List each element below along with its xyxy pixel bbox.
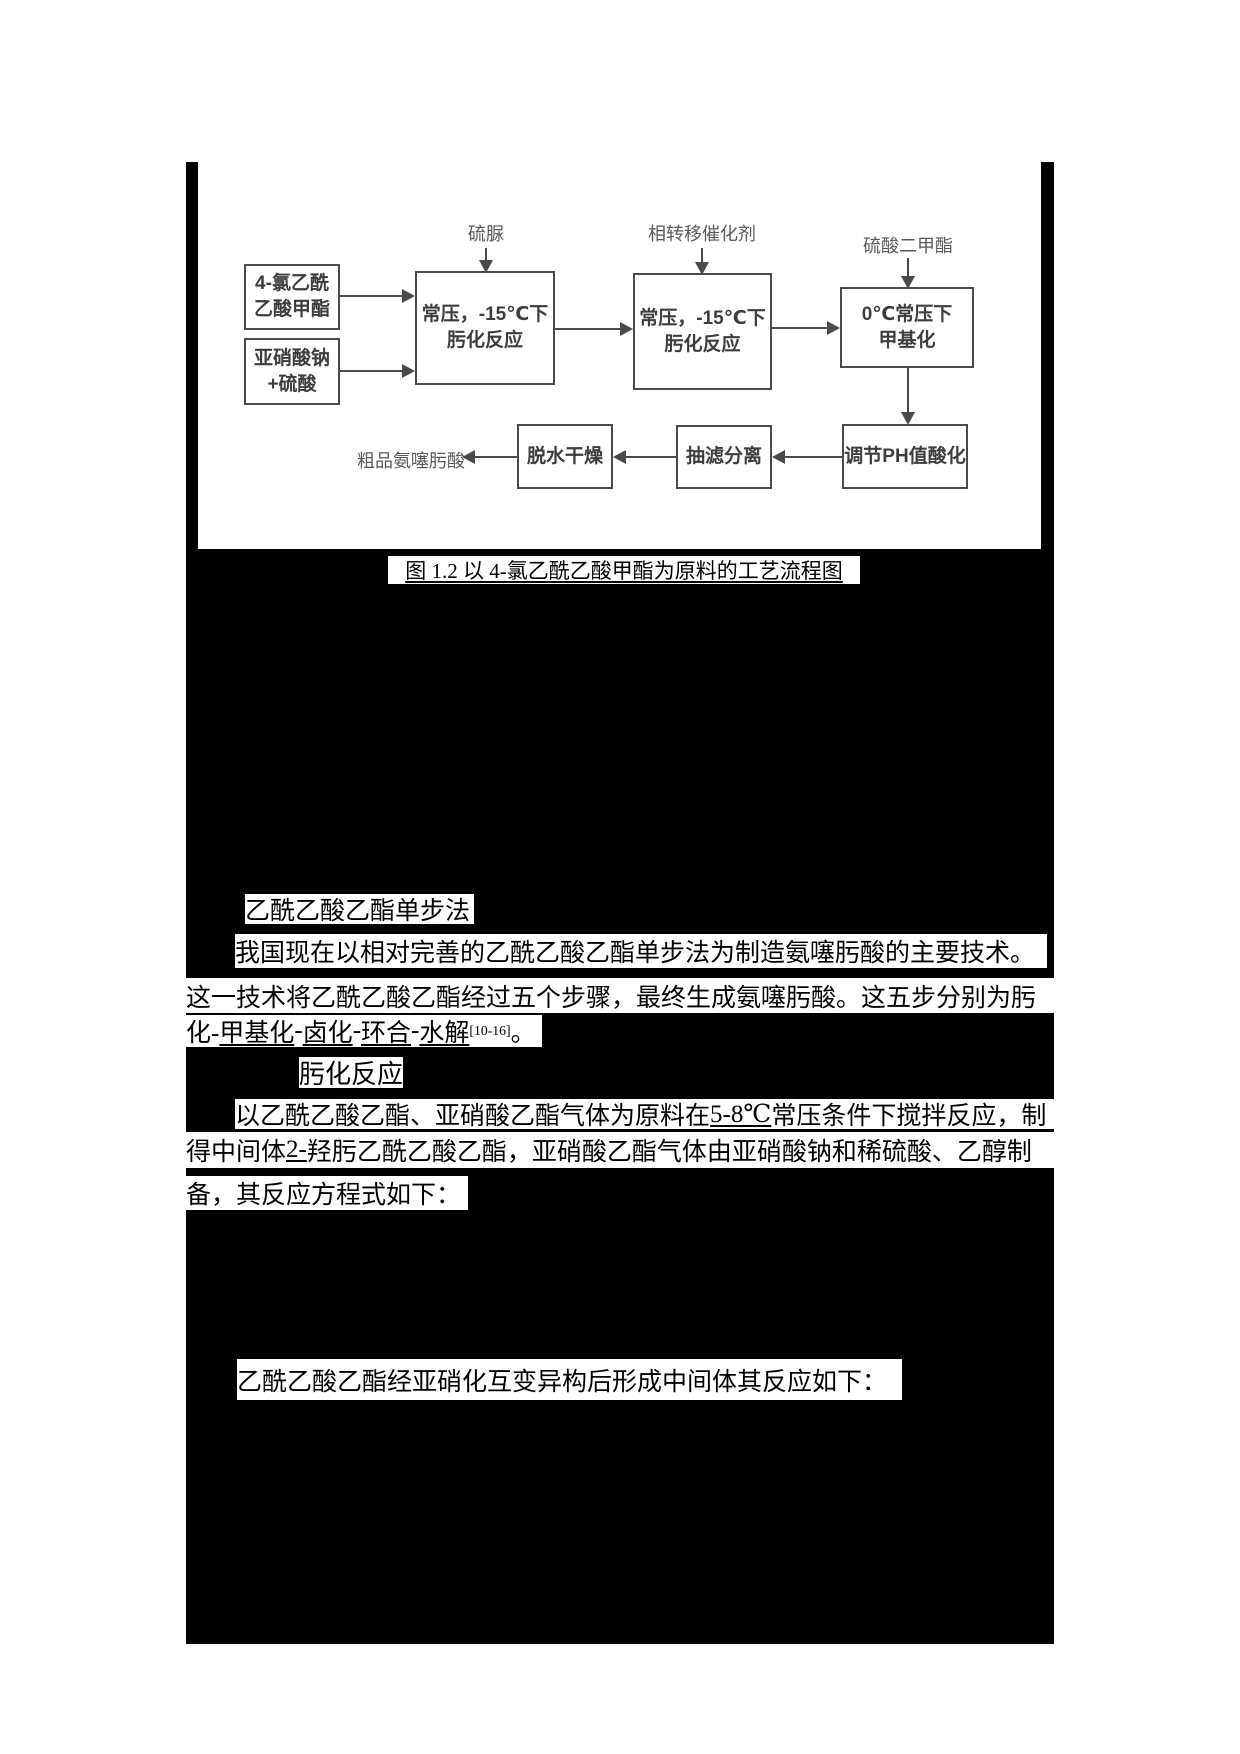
- text-segment: 。: [510, 1020, 536, 1047]
- text-segment: -: [352, 1017, 362, 1044]
- flow-box-line: 调节PH值酸化: [844, 445, 966, 467]
- label-dimethyl-sulfate: 硫酸二甲酯: [863, 236, 953, 256]
- figure-caption: 图 1.2 以 4-氯乙酰乙酸甲酯为原料的工艺流程图: [388, 556, 860, 584]
- arrow-filter-to-dry-icon: [626, 456, 676, 458]
- flow-box-line: 常压，-15℃下: [421, 304, 549, 325]
- flow-box-line: 甲基化: [878, 329, 936, 351]
- arrow-oximation1-to-oximation2-icon: [555, 328, 620, 330]
- flow-box-feed-methyl-4-chloroacetoacetate: 4-氯乙酰 乙酸甲酯: [244, 264, 340, 330]
- text-segment: 羟肟乙酰乙酸乙酯，亚硝酸乙酯气体由亚硝酸钠和稀硫酸、乙醇制: [306, 1139, 1032, 1166]
- flow-box-methylation: 0℃常压下 甲基化: [840, 287, 974, 368]
- arrow-feed1-to-oximation-icon: [340, 295, 402, 297]
- text-segment: 卤化: [302, 1020, 353, 1047]
- text-segment: -: [294, 1017, 303, 1044]
- label-thiourea: 硫脲: [468, 224, 504, 244]
- flow-box-line: 抽滤分离: [685, 446, 762, 467]
- flow-box-feed-sodium-nitrite-sulfuric-acid: 亚硝酸钠 +硫酸: [244, 338, 340, 405]
- text-segment: 水解: [419, 1020, 470, 1047]
- text-segment: 化-: [186, 1020, 220, 1047]
- process-flowchart-figure: 硫脲 相转移催化剂 硫酸二甲酯 4-氯乙酰 乙酸甲酯 亚硝酸钠 +硫酸 常压，-…: [198, 162, 1041, 549]
- text-segment: 2-: [286, 1136, 307, 1163]
- flow-box-line: 亚硝酸钠: [253, 347, 330, 369]
- arrow-methylation-to-acidify-icon: [907, 368, 909, 412]
- flow-box-line: 肟化反应: [664, 333, 741, 355]
- flow-box-suction-filtration: 抽滤分离: [676, 425, 772, 489]
- paragraph-line: 这一技术将乙酰乙酸乙酯经过五个步骤，最终生成氨噻肟酸。这五步分别为肟: [186, 978, 1054, 1013]
- text-segment: 得中间体: [186, 1139, 287, 1166]
- arrow-feed2-to-oximation-icon: [340, 370, 402, 372]
- paragraph-line: 得中间体 2-羟肟乙酰乙酸乙酯，亚硝酸乙酯气体由亚硝酸钠和稀硫酸、乙醇制: [186, 1132, 1054, 1168]
- text-segment: 5-8℃: [710, 1101, 772, 1128]
- text-segment: 环合: [361, 1020, 412, 1047]
- arrow-thiourea-down-icon: [485, 248, 487, 260]
- flow-box-line: +硫酸: [267, 373, 317, 395]
- section-heading-oximation-reaction: 肟化反应: [299, 1057, 403, 1088]
- flow-box-oximation-2: 常压，-15℃下 肟化反应: [633, 273, 772, 390]
- text-segment: 常压条件下搅拌反应，制: [771, 1103, 1047, 1129]
- paragraph-line: 化-甲基化-卤化-环合-水解[10-16]。: [186, 1015, 542, 1047]
- arrow-dimethyl-sulfate-down-icon: [907, 258, 909, 276]
- paragraph-line: 备，其反应方程式如下：: [186, 1176, 468, 1210]
- flow-box-line: 脱水干燥: [526, 445, 603, 467]
- text-segment: 甲基化: [219, 1020, 295, 1047]
- label-crude-product: 粗品氨噻肟酸: [357, 451, 465, 471]
- flow-box-line: 肟化反应: [446, 330, 523, 351]
- arrow-acidify-to-filter-icon: [785, 456, 842, 458]
- arrow-oximation2-to-methylation-icon: [772, 327, 827, 329]
- flow-box-line: 乙酸甲酯: [253, 299, 330, 320]
- arrow-dry-to-product-icon: [475, 456, 517, 458]
- arrow-catalyst-down-icon: [701, 248, 703, 262]
- flow-box-line: 4-氯乙酰: [255, 273, 329, 294]
- figure-caption-text: 图 1.2 以 4-氯乙酰乙酸甲酯为原料的工艺流程图: [405, 559, 843, 583]
- flow-box-oximation-1: 常压，-15℃下 肟化反应: [415, 271, 555, 385]
- paragraph-line: 乙酰乙酸乙酯经亚硝化互变异构后形成中间体其反应如下：: [237, 1359, 902, 1400]
- flow-box-ph-acidification: 调节PH值酸化: [842, 424, 968, 489]
- label-phase-transfer-catalyst: 相转移催化剂: [648, 224, 756, 244]
- text-segment: 以乙酰乙酸乙酯、亚硝酸乙酯气体为原料在: [235, 1103, 711, 1129]
- flow-box-line: 常压，-15℃下: [639, 307, 766, 329]
- flow-box-dehydration-drying: 脱水干燥: [517, 424, 613, 489]
- text-segment: -: [411, 1017, 420, 1044]
- paragraph-line: 我国现在以相对完善的乙酰乙酸乙酯单步法为制造氨噻肟酸的主要技术。: [235, 934, 1047, 968]
- flow-box-line: 0℃常压下: [861, 303, 953, 325]
- section-heading-single-step-method: 乙酰乙酸乙酯单步法: [245, 894, 474, 924]
